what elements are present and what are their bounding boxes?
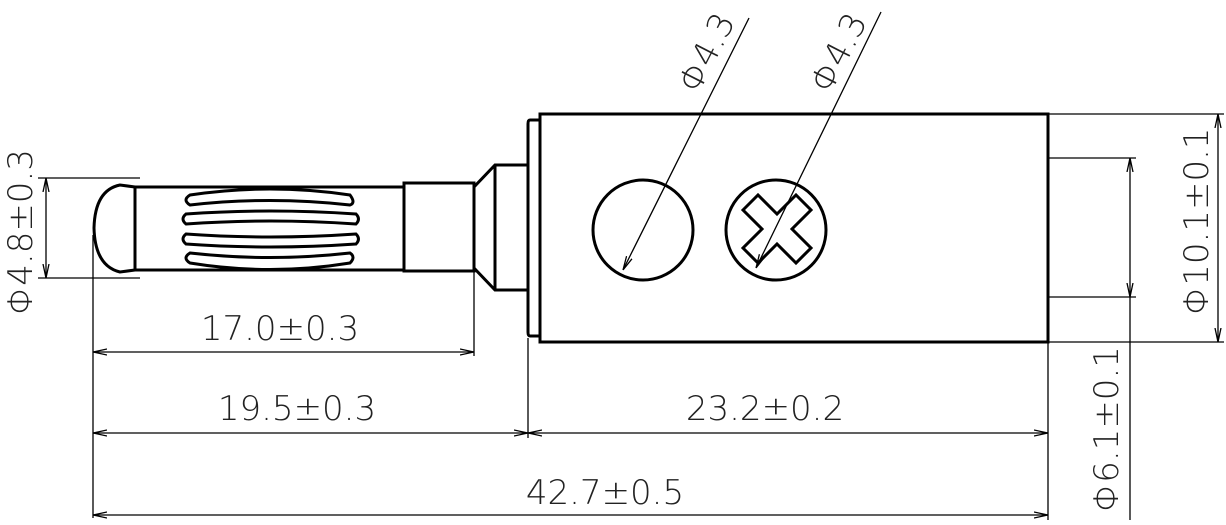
spring-length-label: 17.0±0.3 — [201, 309, 359, 349]
plug-pin — [92, 183, 404, 274]
bore-diameter-label: Φ6.1±0.1 — [1087, 346, 1127, 512]
body-length-label: 23.2±0.2 — [686, 389, 844, 429]
spring-grooves — [181, 187, 360, 271]
body-diameter-label: Φ10.1±0.1 — [1177, 127, 1217, 315]
plain-hole — [591, 178, 695, 282]
hole-diameter-1-label: Φ4.3 — [670, 7, 743, 99]
total-length-label: 42.7±0.5 — [526, 473, 684, 513]
pin-length-label: 19.5±0.3 — [218, 389, 376, 429]
pin-diameter-label: Φ4.8±0.3 — [1, 149, 41, 315]
cross-screw — [724, 178, 828, 282]
plug-body — [402, 112, 1050, 344]
hole-diameter-2-label: Φ4.3 — [802, 7, 875, 99]
